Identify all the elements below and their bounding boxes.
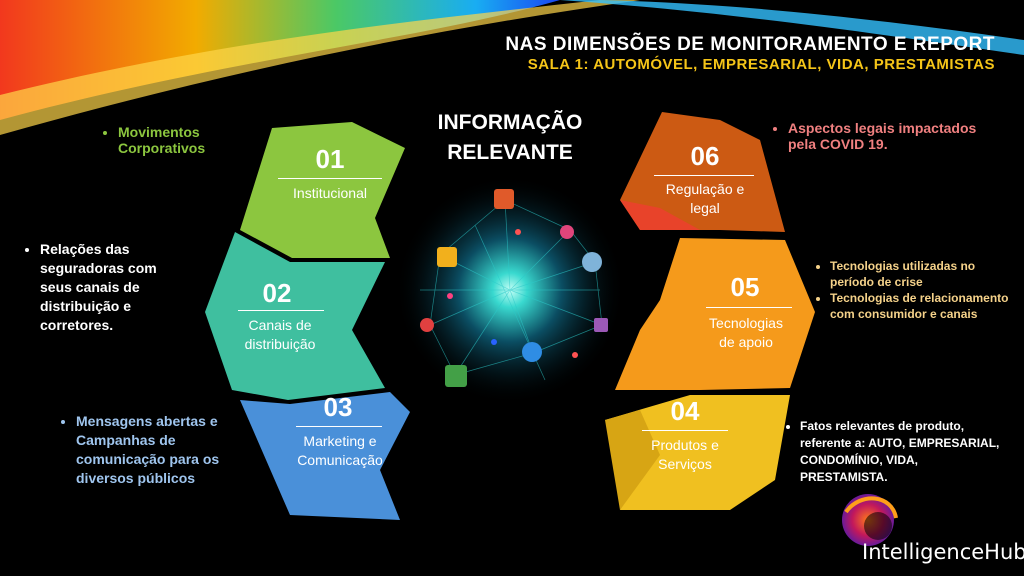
segment-04-label: Produtos e Serviços xyxy=(615,436,755,474)
segment-02-label: Canais de distribuição xyxy=(215,316,345,354)
recycle-icon xyxy=(445,365,467,387)
segment-01-number: 01 xyxy=(315,144,345,174)
segment-04-shape[interactable] xyxy=(605,395,790,510)
segment-03-number: 03 xyxy=(323,392,353,422)
note-01: Movimentos Corporativos xyxy=(100,124,250,156)
intelligence-hub-logo-mark xyxy=(842,494,898,546)
segment-04-number: 04 xyxy=(670,396,700,426)
segment-05-rule xyxy=(706,307,792,308)
page-subtitle: SALA 1: AUTOMÓVEL, EMPRESARIAL, VIDA, PR… xyxy=(527,56,995,73)
at-icon xyxy=(522,342,542,362)
segment-03-label-line1: Marketing e xyxy=(303,433,377,449)
segment-06-number: 06 xyxy=(690,141,720,171)
segment-05-shape[interactable] xyxy=(615,238,815,390)
note-06-item: Aspectos legais impactados pela COVID 19… xyxy=(788,120,1000,152)
segment-06-label: Regulação e legal xyxy=(635,180,775,218)
segment-03-label: Marketing e Comunicação xyxy=(270,432,410,470)
segment-03-shape[interactable] xyxy=(240,392,410,520)
segment-01-shape[interactable] xyxy=(240,122,405,258)
segment-06-rule xyxy=(654,175,754,176)
mail-icon xyxy=(594,318,608,332)
note-04-item: Fatos relevantes de produto, referente a… xyxy=(800,418,1002,486)
rainbow-swoosh xyxy=(0,0,1024,135)
segment-06-shape[interactable] xyxy=(620,112,785,232)
note-06: Aspectos legais impactados pela COVID 19… xyxy=(770,120,1000,152)
segment-04-label-line1: Produtos e xyxy=(651,437,719,453)
note-02: Relações das seguradoras com seus canais… xyxy=(22,240,192,335)
segment-06-accent xyxy=(620,200,700,230)
segment-05-label: Tecnologias de apoio xyxy=(676,314,816,352)
globe-icon xyxy=(582,252,602,272)
segment-01-label: Institucional xyxy=(293,185,367,201)
note-03-item: Mensagens abertas e Campanhas de comunic… xyxy=(76,412,248,488)
note-05: Tecnologias utilizadas no período de cri… xyxy=(812,258,1012,322)
segment-03-label-line2: Comunicação xyxy=(297,452,383,468)
segment-05-label-line1: Tecnologias xyxy=(709,315,783,331)
network-icons xyxy=(420,189,608,387)
center-title: INFORMAÇÃO RELEVANTE xyxy=(410,108,610,168)
segment-03-rule xyxy=(296,426,382,427)
wifi-icon xyxy=(560,225,574,239)
hub-icon xyxy=(494,189,514,209)
note-05-item-1: Tecnologias utilizadas no período de cri… xyxy=(830,258,1012,290)
intelligence-hub-logo-text: IntelligenceHub xyxy=(862,540,1024,564)
segment-02-number: 02 xyxy=(262,278,292,308)
note-02-item: Relações das seguradoras com seus canais… xyxy=(40,240,192,335)
segment-06-label-line2: legal xyxy=(690,200,720,216)
segment-06-label-line1: Regulação e xyxy=(665,181,745,197)
note-05-item-2: Tecnologias de relacionamento com consum… xyxy=(830,290,1012,322)
segment-01-rule xyxy=(278,178,382,179)
segment-02-label-line2: distribuição xyxy=(244,336,316,352)
page-title: NAS DIMENSÕES DE MONITORAMENTO E REPORT xyxy=(505,34,995,55)
note-03: Mensagens abertas e Campanhas de comunic… xyxy=(58,412,248,488)
center-title-line1: INFORMAÇÃO xyxy=(437,111,583,134)
note-01-item: Movimentos Corporativos xyxy=(118,124,250,156)
airplane-icon xyxy=(437,247,457,267)
segment-02-label-line1: Canais de xyxy=(248,317,312,333)
center-title-line2: RELEVANTE xyxy=(447,141,573,164)
segment-05-number: 05 xyxy=(730,272,760,302)
segment-04-label-line2: Serviços xyxy=(658,456,712,472)
segment-04-rule xyxy=(642,430,728,431)
segment-02-rule xyxy=(238,310,324,311)
segment-04-shadow xyxy=(605,410,660,510)
note-04: Fatos relevantes de produto, referente a… xyxy=(782,418,1002,486)
segment-05-label-line2: de apoio xyxy=(719,334,773,350)
search-icon xyxy=(420,318,434,332)
segment-02-shape[interactable] xyxy=(205,232,385,400)
